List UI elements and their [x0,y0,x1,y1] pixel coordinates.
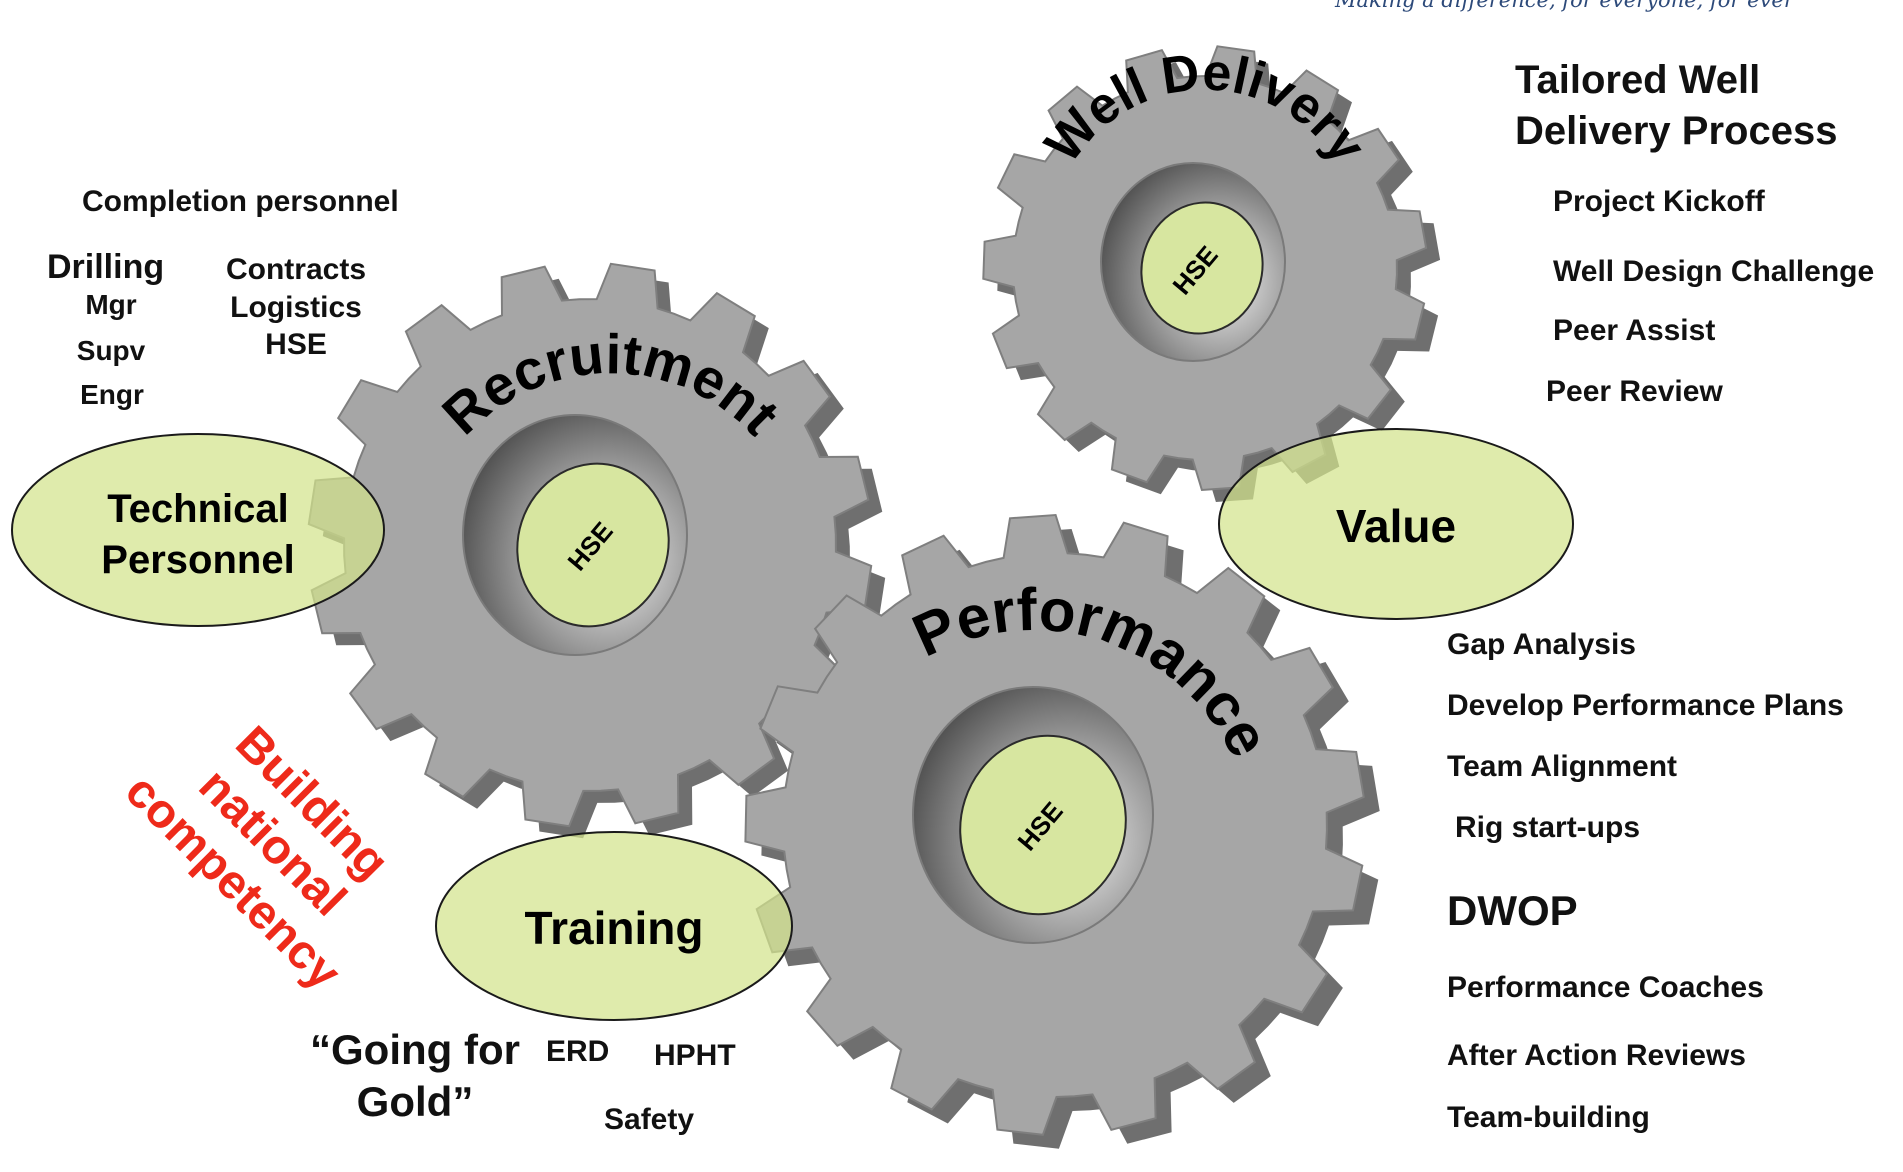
gear-recruitment-hub [516,462,670,628]
item-team-building: Team-building [1447,1101,1650,1134]
label-completion-personnel: Completion personnel [82,185,399,218]
item-peer-assist: Peer Assist [1553,314,1716,347]
oval-training-shape [435,831,793,1021]
gear-performance-hub [959,734,1127,916]
item-team-alignment: Team Alignment [1447,750,1678,783]
heading-delivery-process: Delivery Process [1515,109,1838,153]
label-logistics: Logistics [230,291,362,324]
oval-technical-line1: Technical [107,487,289,531]
oval-technical-personnel-shape [11,433,385,627]
oval-technical-line2: Personnel [101,538,294,582]
oval-technical-personnel: Technical Personnel [11,433,385,627]
label-hse: HSE [265,328,327,361]
oval-value-label: Value [1336,500,1456,552]
item-after-action-reviews: After Action Reviews [1447,1039,1746,1072]
oval-training-label: Training [525,902,704,954]
item-well-design-challenge: Well Design Challenge [1553,255,1875,288]
gear-well-delivery-hub [1140,201,1264,335]
label-hpht: HPHT [654,1039,736,1072]
oval-training: Training [435,831,793,1021]
label-going-for: “Going for [310,1026,520,1073]
label-contracts: Contracts [225,253,367,286]
gear-well-delivery: HSE Well Delivery [982,43,1441,503]
label-erd: ERD [546,1035,610,1068]
label-safety: Safety [604,1103,695,1136]
item-gap-analysis: Gap Analysis [1447,628,1636,661]
label-drilling: Drilling [47,248,165,286]
label-engr: Engr [80,379,144,410]
item-performance-coaches: Performance Coaches [1447,971,1764,1004]
label-gold: Gold” [356,1078,474,1125]
heading-tailored-well: Tailored Well [1515,58,1761,102]
item-develop-performance-plans: Develop Performance Plans [1447,689,1844,722]
oval-value-shape [1218,428,1574,620]
item-dwop: DWOP [1447,887,1578,934]
item-rig-start-ups: Rig start-ups [1455,811,1641,844]
tagline: Making a difference, for everyone, for e… [1335,0,1794,12]
gear-performance: HSE Performance [744,513,1380,1149]
item-project-kickoff: Project Kickoff [1553,185,1765,218]
item-peer-review: Peer Review [1546,375,1723,408]
oval-value: Value [1218,428,1574,620]
label-mgr: Mgr [85,289,137,320]
gear-recruitment: HSE Recruitment [307,262,886,839]
label-supv: Supv [76,335,146,366]
